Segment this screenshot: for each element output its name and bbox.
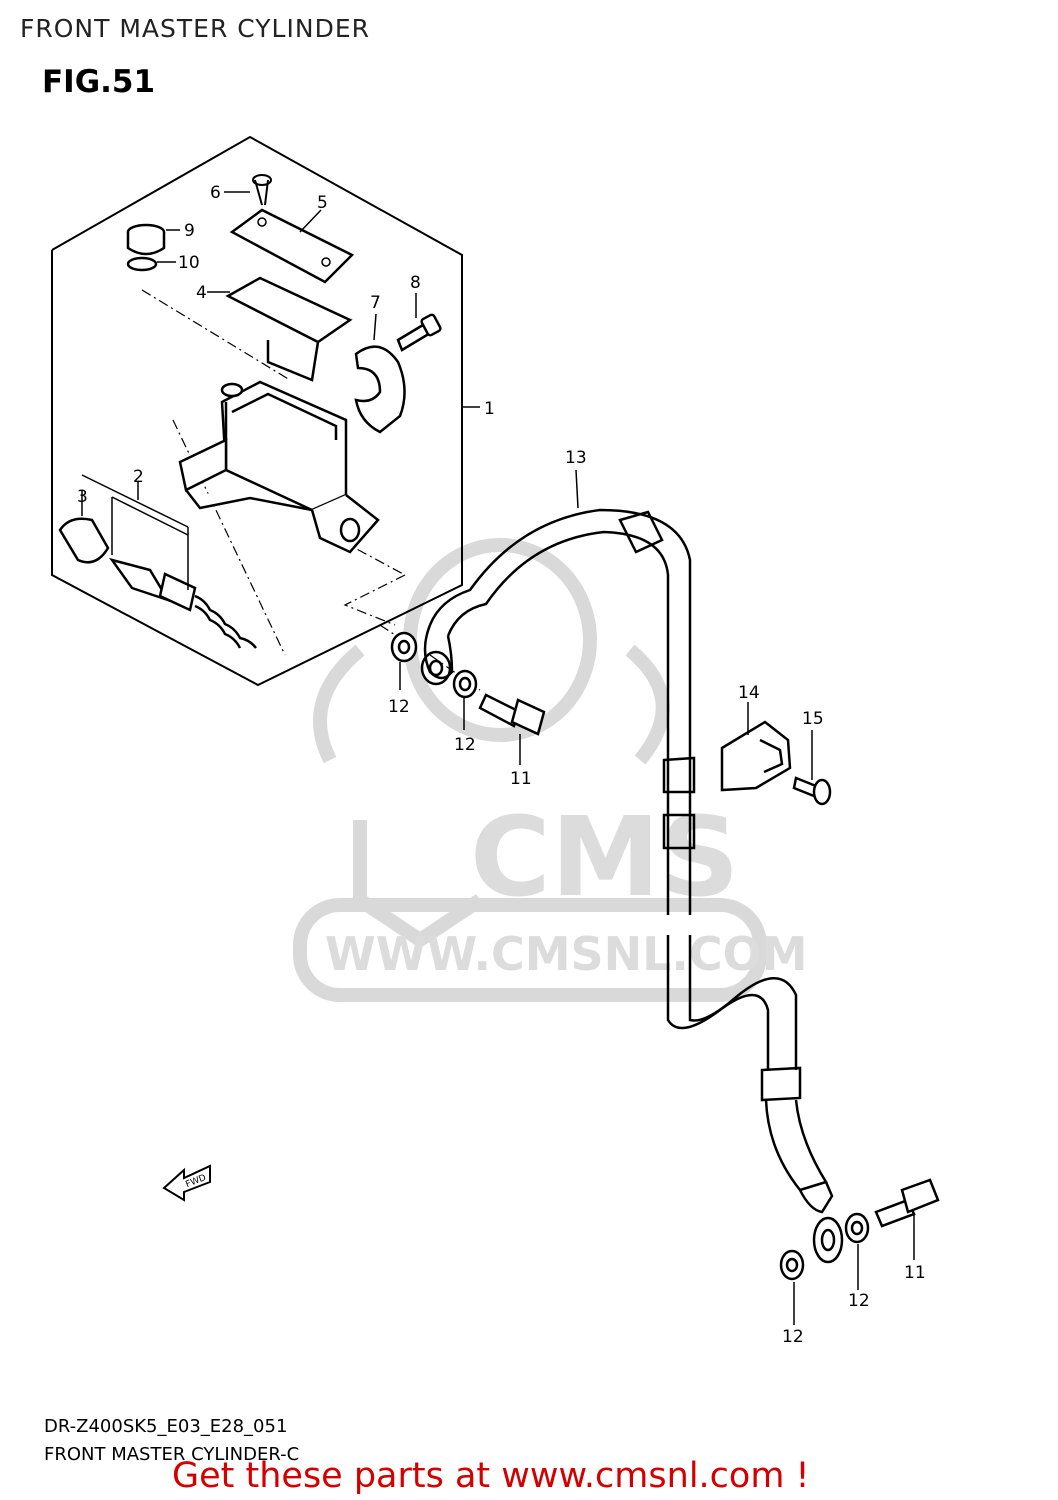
screw-part-6: [252, 174, 272, 206]
figure-number: FIG.51: [42, 64, 156, 100]
page-title: FRONT MASTER CYLINDER: [20, 14, 370, 43]
promo-link[interactable]: Get these parts at www.cmsnl.com !: [172, 1456, 810, 1496]
union-bolt-part-11-upper: [478, 693, 546, 736]
rubber-part-9: [126, 223, 166, 256]
boot-part-3: [58, 517, 110, 564]
callout-1: 1: [484, 399, 495, 419]
callout-6: 6: [210, 183, 221, 203]
washer-part-12-lower-right: [844, 1212, 870, 1244]
plate-part-10: [126, 256, 158, 272]
washer-part-12-lower-left: [779, 1249, 805, 1281]
callout-4: 4: [196, 283, 207, 303]
watermark-brand: CMS: [470, 793, 739, 921]
washer-part-12-upper-right: [452, 669, 478, 699]
master-cylinder-body: [178, 380, 380, 554]
callout-10: 10: [178, 253, 200, 273]
callout-14: 14: [738, 683, 760, 703]
assembly-outline: [51, 135, 463, 687]
washer-part-12-upper-left: [390, 631, 418, 663]
callout-12-upper-left: 12: [388, 697, 410, 717]
callout-9: 9: [184, 221, 195, 241]
union-bolt-part-11-lower: [874, 1178, 940, 1228]
diaphragm-part-4: [225, 276, 353, 382]
callout-3: 3: [77, 487, 88, 507]
callout-15: 15: [802, 709, 824, 729]
callout-12-lower-right: 12: [848, 1291, 870, 1311]
callout-5: 5: [317, 193, 328, 213]
brake-hose-part-13: [420, 508, 844, 1264]
forward-arrow-icon: FWD: [162, 1164, 211, 1202]
reservoir-cap-part-5: [229, 208, 355, 284]
callout-11-lower: 11: [904, 1263, 926, 1283]
diagram-caption: FRONT MASTER CYLINDER-C: [44, 1444, 300, 1465]
callout-13: 13: [565, 448, 587, 468]
piston-set-part-2: [108, 557, 257, 649]
callout-12-upper-right: 12: [454, 735, 476, 755]
watermark-url: WWW.CMSNL.COM: [325, 927, 808, 981]
callout-7: 7: [370, 293, 381, 313]
clamp-part-14: [720, 720, 792, 792]
model-code: DR-Z400SK5_E03_E28_051: [44, 1416, 288, 1437]
callout-12-lower-left: 12: [782, 1327, 804, 1347]
screw-part-15: [792, 776, 832, 806]
callout-2: 2: [133, 467, 144, 487]
bolt-part-8: [396, 313, 442, 352]
callout-8: 8: [410, 273, 421, 293]
callout-11-upper: 11: [510, 769, 532, 789]
holder-part-7: [354, 345, 406, 434]
